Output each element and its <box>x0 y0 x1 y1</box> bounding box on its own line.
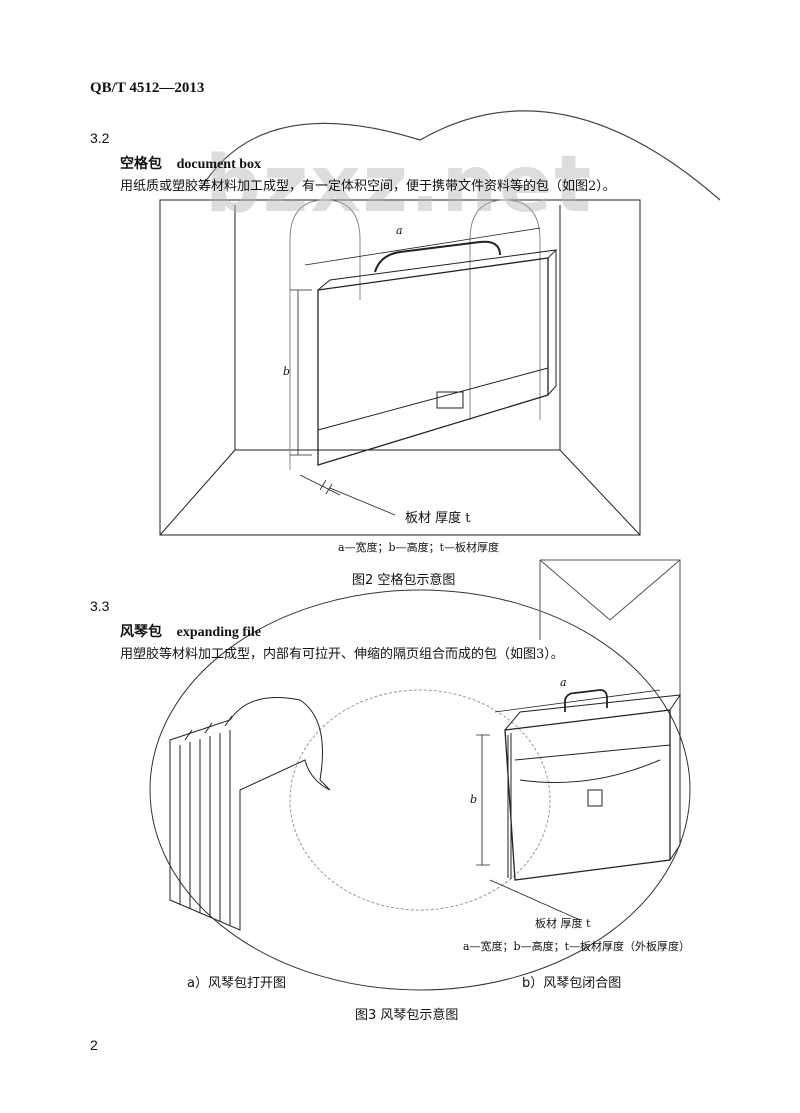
subfigure-b-caption: b）风琴包闭合图 <box>522 976 622 991</box>
term-definition: 用纸质或塑胶等材料加工成型，有一定体积空间，便于携带文件资料等的包（如图2）。 <box>120 179 616 194</box>
term-cn: 风琴包 <box>120 624 162 640</box>
figure-2-drawing <box>159 199 641 536</box>
thickness-label: 板材 厚度 t <box>535 917 591 930</box>
dimension-a-label: a <box>396 224 403 237</box>
thickness-label: 板材 厚度 t <box>405 511 471 526</box>
figure-title: 图3 风琴包示意图 <box>355 1008 459 1023</box>
term-en: document box <box>176 157 262 172</box>
figure-3-drawing <box>149 559 691 991</box>
figure-legend: a—宽度；b—高度；t—板材厚度（外板厚度） <box>463 940 691 953</box>
term-en: expanding file <box>176 625 262 640</box>
term-definition: 用塑胶等材料加工成型，内部有可拉开、伸缩的隔页组合而成的包（如图3）。 <box>120 647 564 662</box>
subfigure-a-caption: a）风琴包打开图 <box>187 976 286 991</box>
dimension-b-label: b <box>283 365 291 378</box>
section-number: 3.2 <box>90 130 110 146</box>
watermark: bzxz.net <box>205 140 594 230</box>
term-cn: 空格包 <box>120 156 162 172</box>
dimension-a-label: a <box>560 676 567 689</box>
figure-title: 图2 空格包示意图 <box>352 573 456 588</box>
term-heading: 风琴包 expanding file <box>120 621 261 641</box>
background-arc <box>199 110 721 201</box>
figure-legend: a—宽度；b—高度；t—板材厚度 <box>338 541 500 554</box>
dimension-b-label: b <box>470 793 478 806</box>
term-heading: 空格包 document box <box>120 153 261 173</box>
section-number: 3.3 <box>90 598 110 614</box>
document-header: QB/T 4512—2013 <box>90 80 205 96</box>
page-number: 2 <box>90 1037 98 1053</box>
